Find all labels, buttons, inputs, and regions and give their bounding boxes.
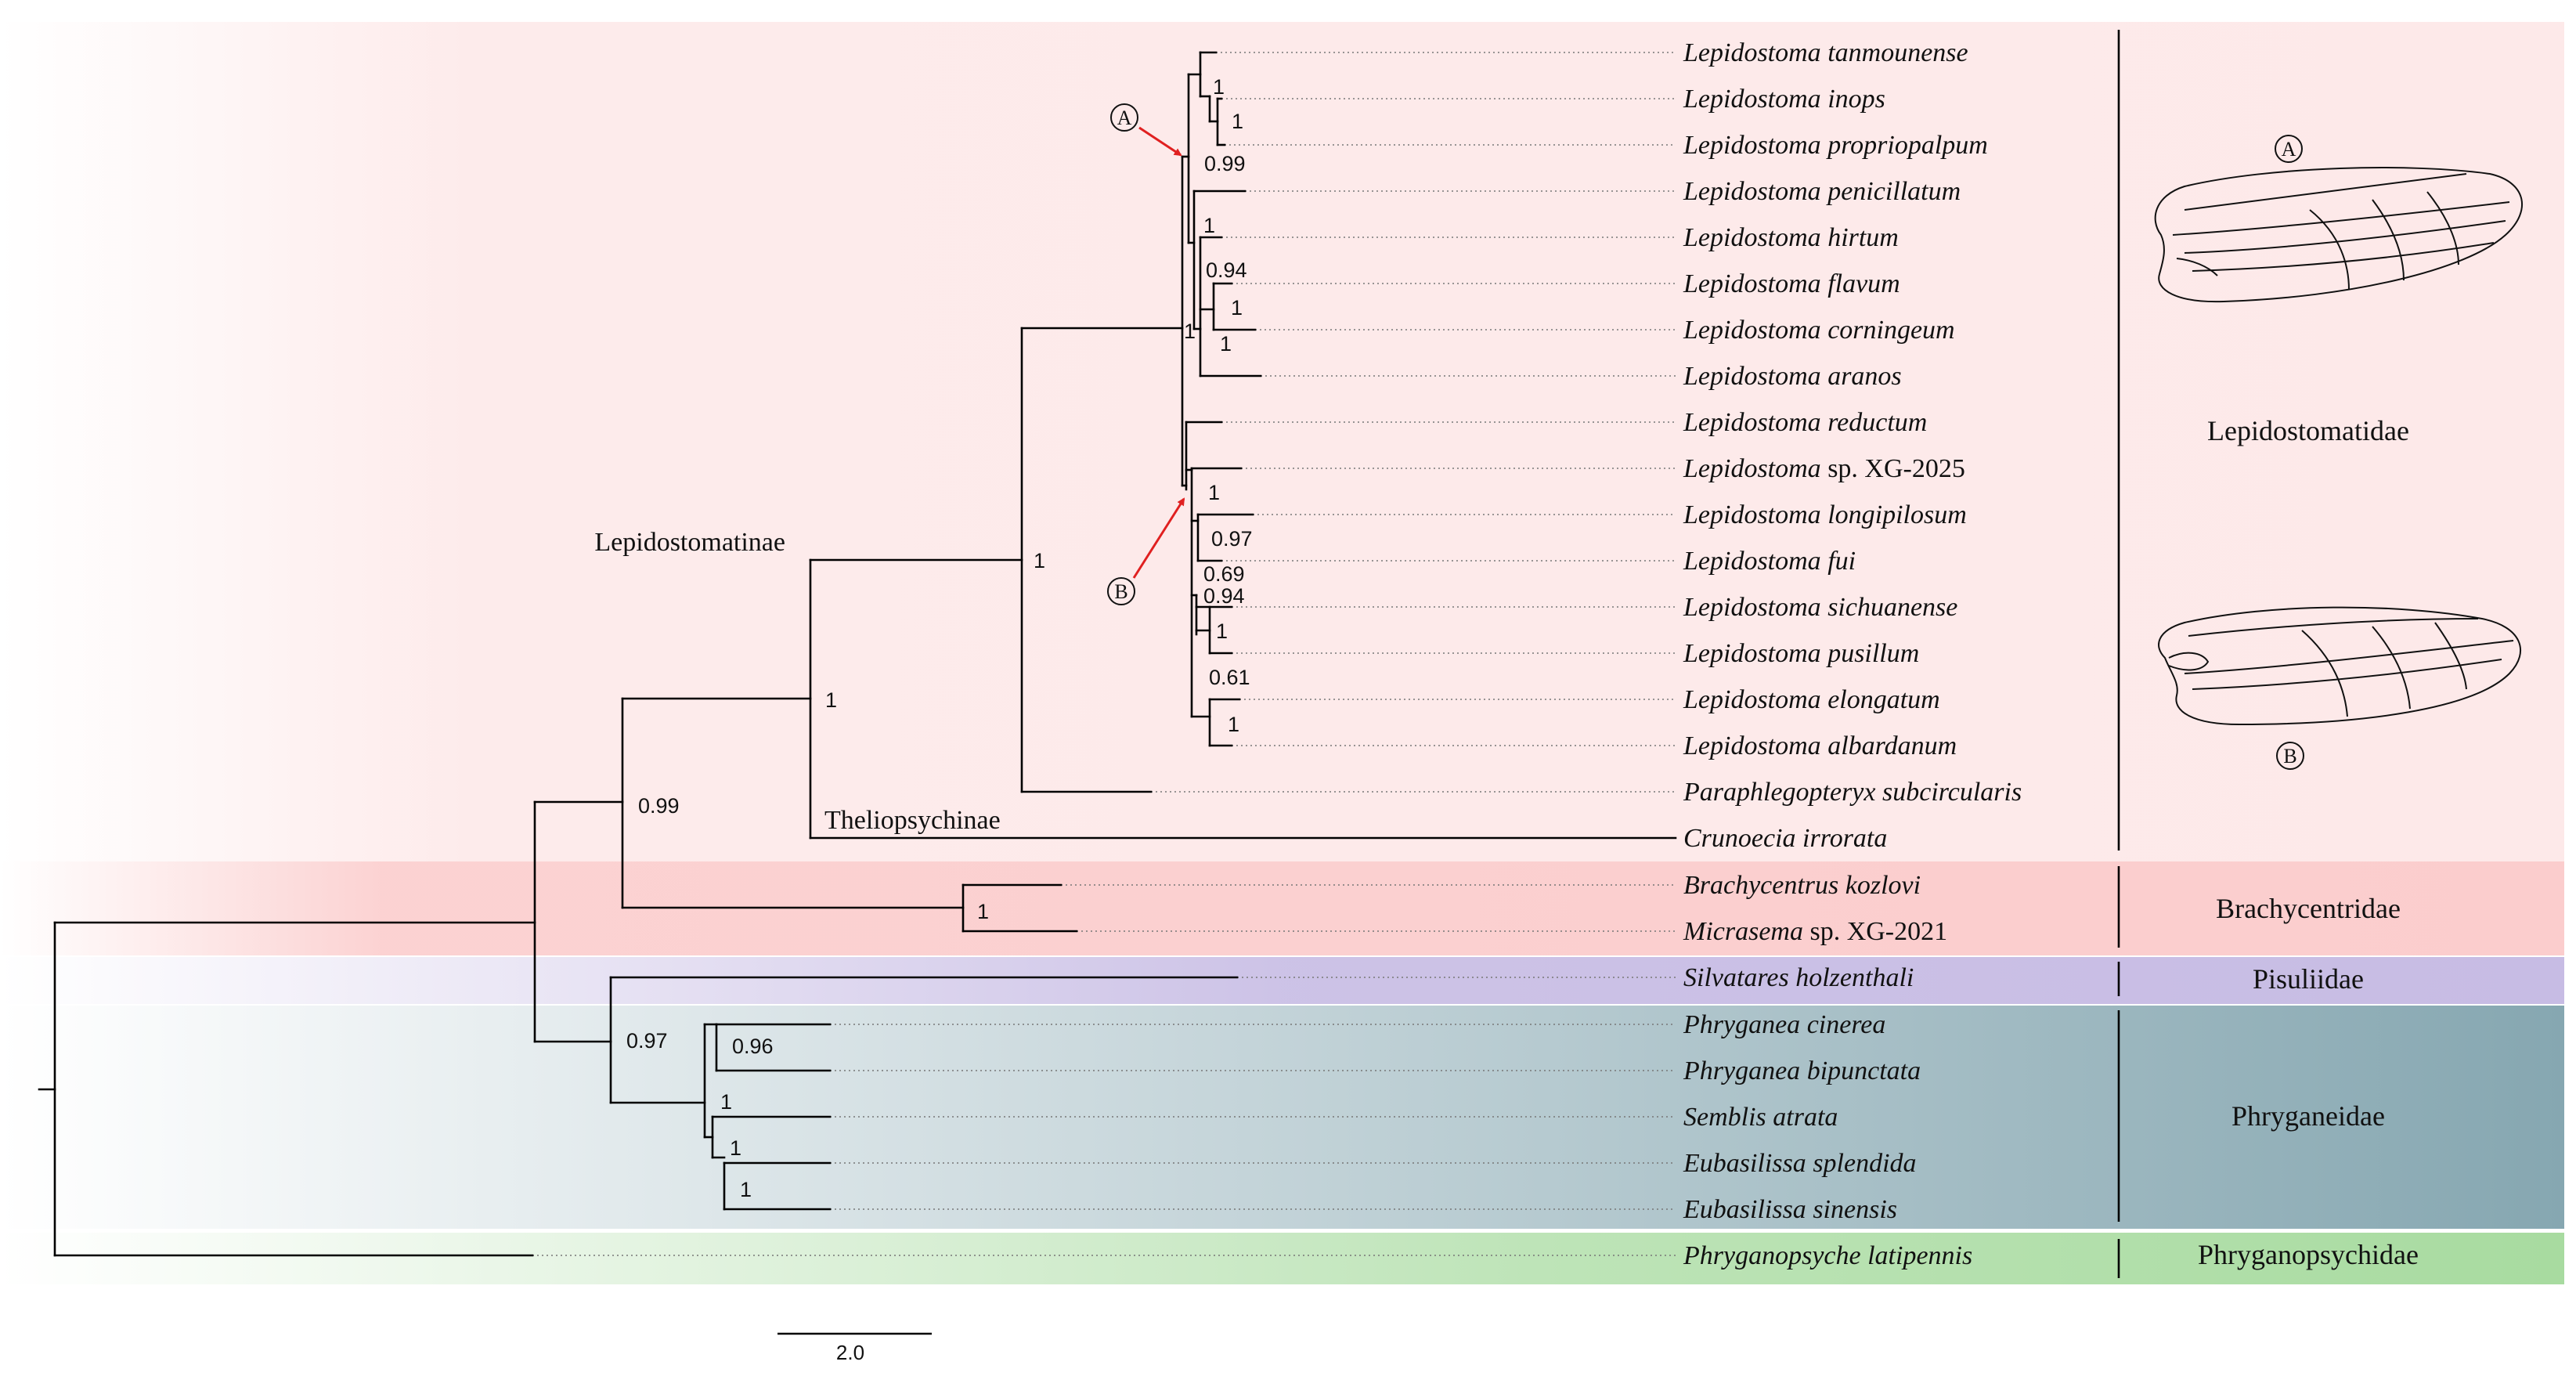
wing-b-group: B xyxy=(2158,606,2522,770)
tip-label: Lepidostoma tanmounense xyxy=(1683,38,1968,67)
support-value: 1 xyxy=(825,688,837,712)
tip-labels: Lepidostoma tanmounense Lepidostoma inop… xyxy=(1683,38,2022,1270)
support-value: 1 xyxy=(1220,332,1232,356)
tip-label: Micrasema sp. XG-2021 xyxy=(1683,917,1947,946)
tip-label: Brachycentrus kozlovi xyxy=(1683,871,1921,900)
band-brachycentridae xyxy=(0,861,2564,955)
support-value: 1 xyxy=(720,1090,732,1114)
support-value: 1 xyxy=(1231,296,1243,320)
wing-a-letter: A xyxy=(2282,138,2296,161)
tip-label: Semblis atrata xyxy=(1683,1103,1838,1132)
tip-label: Lepidostoma corningeum xyxy=(1683,316,1955,345)
band-phryganopsychidae xyxy=(0,1233,2564,1284)
support-value: 1 xyxy=(1213,75,1225,99)
support-values: 1 1 0.99 1 0.94 1 1 1 1 0.97 0.69 0.94 1… xyxy=(626,75,1253,1201)
support-value: 1 xyxy=(1216,619,1228,643)
tip-label: Eubasilissa splendida xyxy=(1683,1149,1917,1178)
wing-a-group: A xyxy=(2154,135,2524,303)
support-value: 1 xyxy=(1203,214,1215,237)
support-value: 0.97 xyxy=(626,1029,668,1053)
forewing-b-icon xyxy=(2158,606,2522,726)
support-value: 0.94 xyxy=(1203,584,1245,608)
tip-label: Lepidostoma longipilosum xyxy=(1683,500,1967,529)
family-bands xyxy=(0,22,2564,1284)
family-label-brachycentridae: Brachycentridae xyxy=(2216,893,2401,924)
tip-label: Lepidostoma aranos xyxy=(1683,362,1902,391)
tip-label: Lepidostoma flavum xyxy=(1683,269,1900,298)
support-value: 0.99 xyxy=(1204,152,1246,175)
leader-lines xyxy=(532,52,1676,1256)
tip-label: Silvatares holzenthali xyxy=(1683,963,1914,992)
tip-label: Lepidostoma inops xyxy=(1683,85,1885,114)
support-value: 1 xyxy=(1228,713,1239,736)
tip-label: Crunoecia irrorata xyxy=(1683,824,1887,853)
scale-bar: 2.0 xyxy=(777,1332,932,1364)
support-value: 0.94 xyxy=(1206,258,1247,282)
support-value: 1 xyxy=(1184,320,1196,343)
support-value: 1 xyxy=(730,1136,741,1160)
support-value: 0.61 xyxy=(1209,666,1250,689)
support-value: 0.69 xyxy=(1203,562,1245,586)
tip-label: Lepidostoma hirtum xyxy=(1683,223,1899,252)
marker-a-letter: A xyxy=(1117,107,1132,129)
band-pisuliidae xyxy=(0,957,2564,1004)
tip-label: Lepidostoma fui xyxy=(1683,547,1856,576)
support-value: 1 xyxy=(1034,549,1045,572)
tip-label: Phryganea cinerea xyxy=(1683,1010,1885,1039)
support-value: 1 xyxy=(977,900,989,923)
tip-label: Paraphlegopteryx subcircularis xyxy=(1683,778,2022,807)
support-value: 0.99 xyxy=(638,794,680,818)
subfamily-label: Lepidostomatinae xyxy=(594,528,785,557)
family-label-lepidostomatidae: Lepidostomatidae xyxy=(2207,415,2409,446)
tip-label: Lepidostoma elongatum xyxy=(1683,685,1940,714)
support-value: 1 xyxy=(1232,110,1243,133)
tip-label: Lepidostoma sp. XG-2025 xyxy=(1683,454,1965,483)
forewing-a-icon xyxy=(2154,167,2524,303)
tip-label: Eubasilissa sinensis xyxy=(1683,1195,1897,1224)
marker-a: A xyxy=(1110,103,1182,157)
band-lepidostomatidae xyxy=(0,22,2564,861)
family-label-pisuliidae: Pisuliidae xyxy=(2253,963,2364,995)
scale-bar-label: 2.0 xyxy=(836,1341,864,1364)
support-value: 0.96 xyxy=(732,1035,774,1058)
subfamily-label: Theliopsychinae xyxy=(824,806,1001,835)
support-value: 1 xyxy=(1208,481,1220,504)
tip-label: Lepidostoma reductum xyxy=(1683,408,1927,437)
tree-branches xyxy=(38,51,1677,1257)
tip-label: Phryganopsyche latipennis xyxy=(1683,1241,1972,1270)
support-value: 0.97 xyxy=(1211,527,1253,551)
wing-b-letter: B xyxy=(2283,745,2296,767)
tip-label: Lepidostoma sichuanense xyxy=(1683,593,1957,622)
family-label-phryganeidae: Phryganeidae xyxy=(2231,1100,2385,1132)
tip-label: Lepidostoma albardanum xyxy=(1683,731,1957,760)
support-value: 1 xyxy=(740,1178,752,1201)
tip-label: Lepidostoma pusillum xyxy=(1683,639,1919,668)
family-label-phryganopsychidae: Phryganopsychidae xyxy=(2198,1239,2419,1270)
tip-label: Lepidostoma penicillatum xyxy=(1683,177,1961,206)
tip-label: Lepidostoma propriopalpum xyxy=(1683,131,1988,160)
marker-b: B xyxy=(1107,497,1185,605)
family-labels: Lepidostomatidae Brachycentridae Pisulii… xyxy=(2198,415,2419,1270)
marker-b-letter: B xyxy=(1114,580,1127,603)
tip-label: Phryganea bipunctata xyxy=(1683,1056,1921,1085)
